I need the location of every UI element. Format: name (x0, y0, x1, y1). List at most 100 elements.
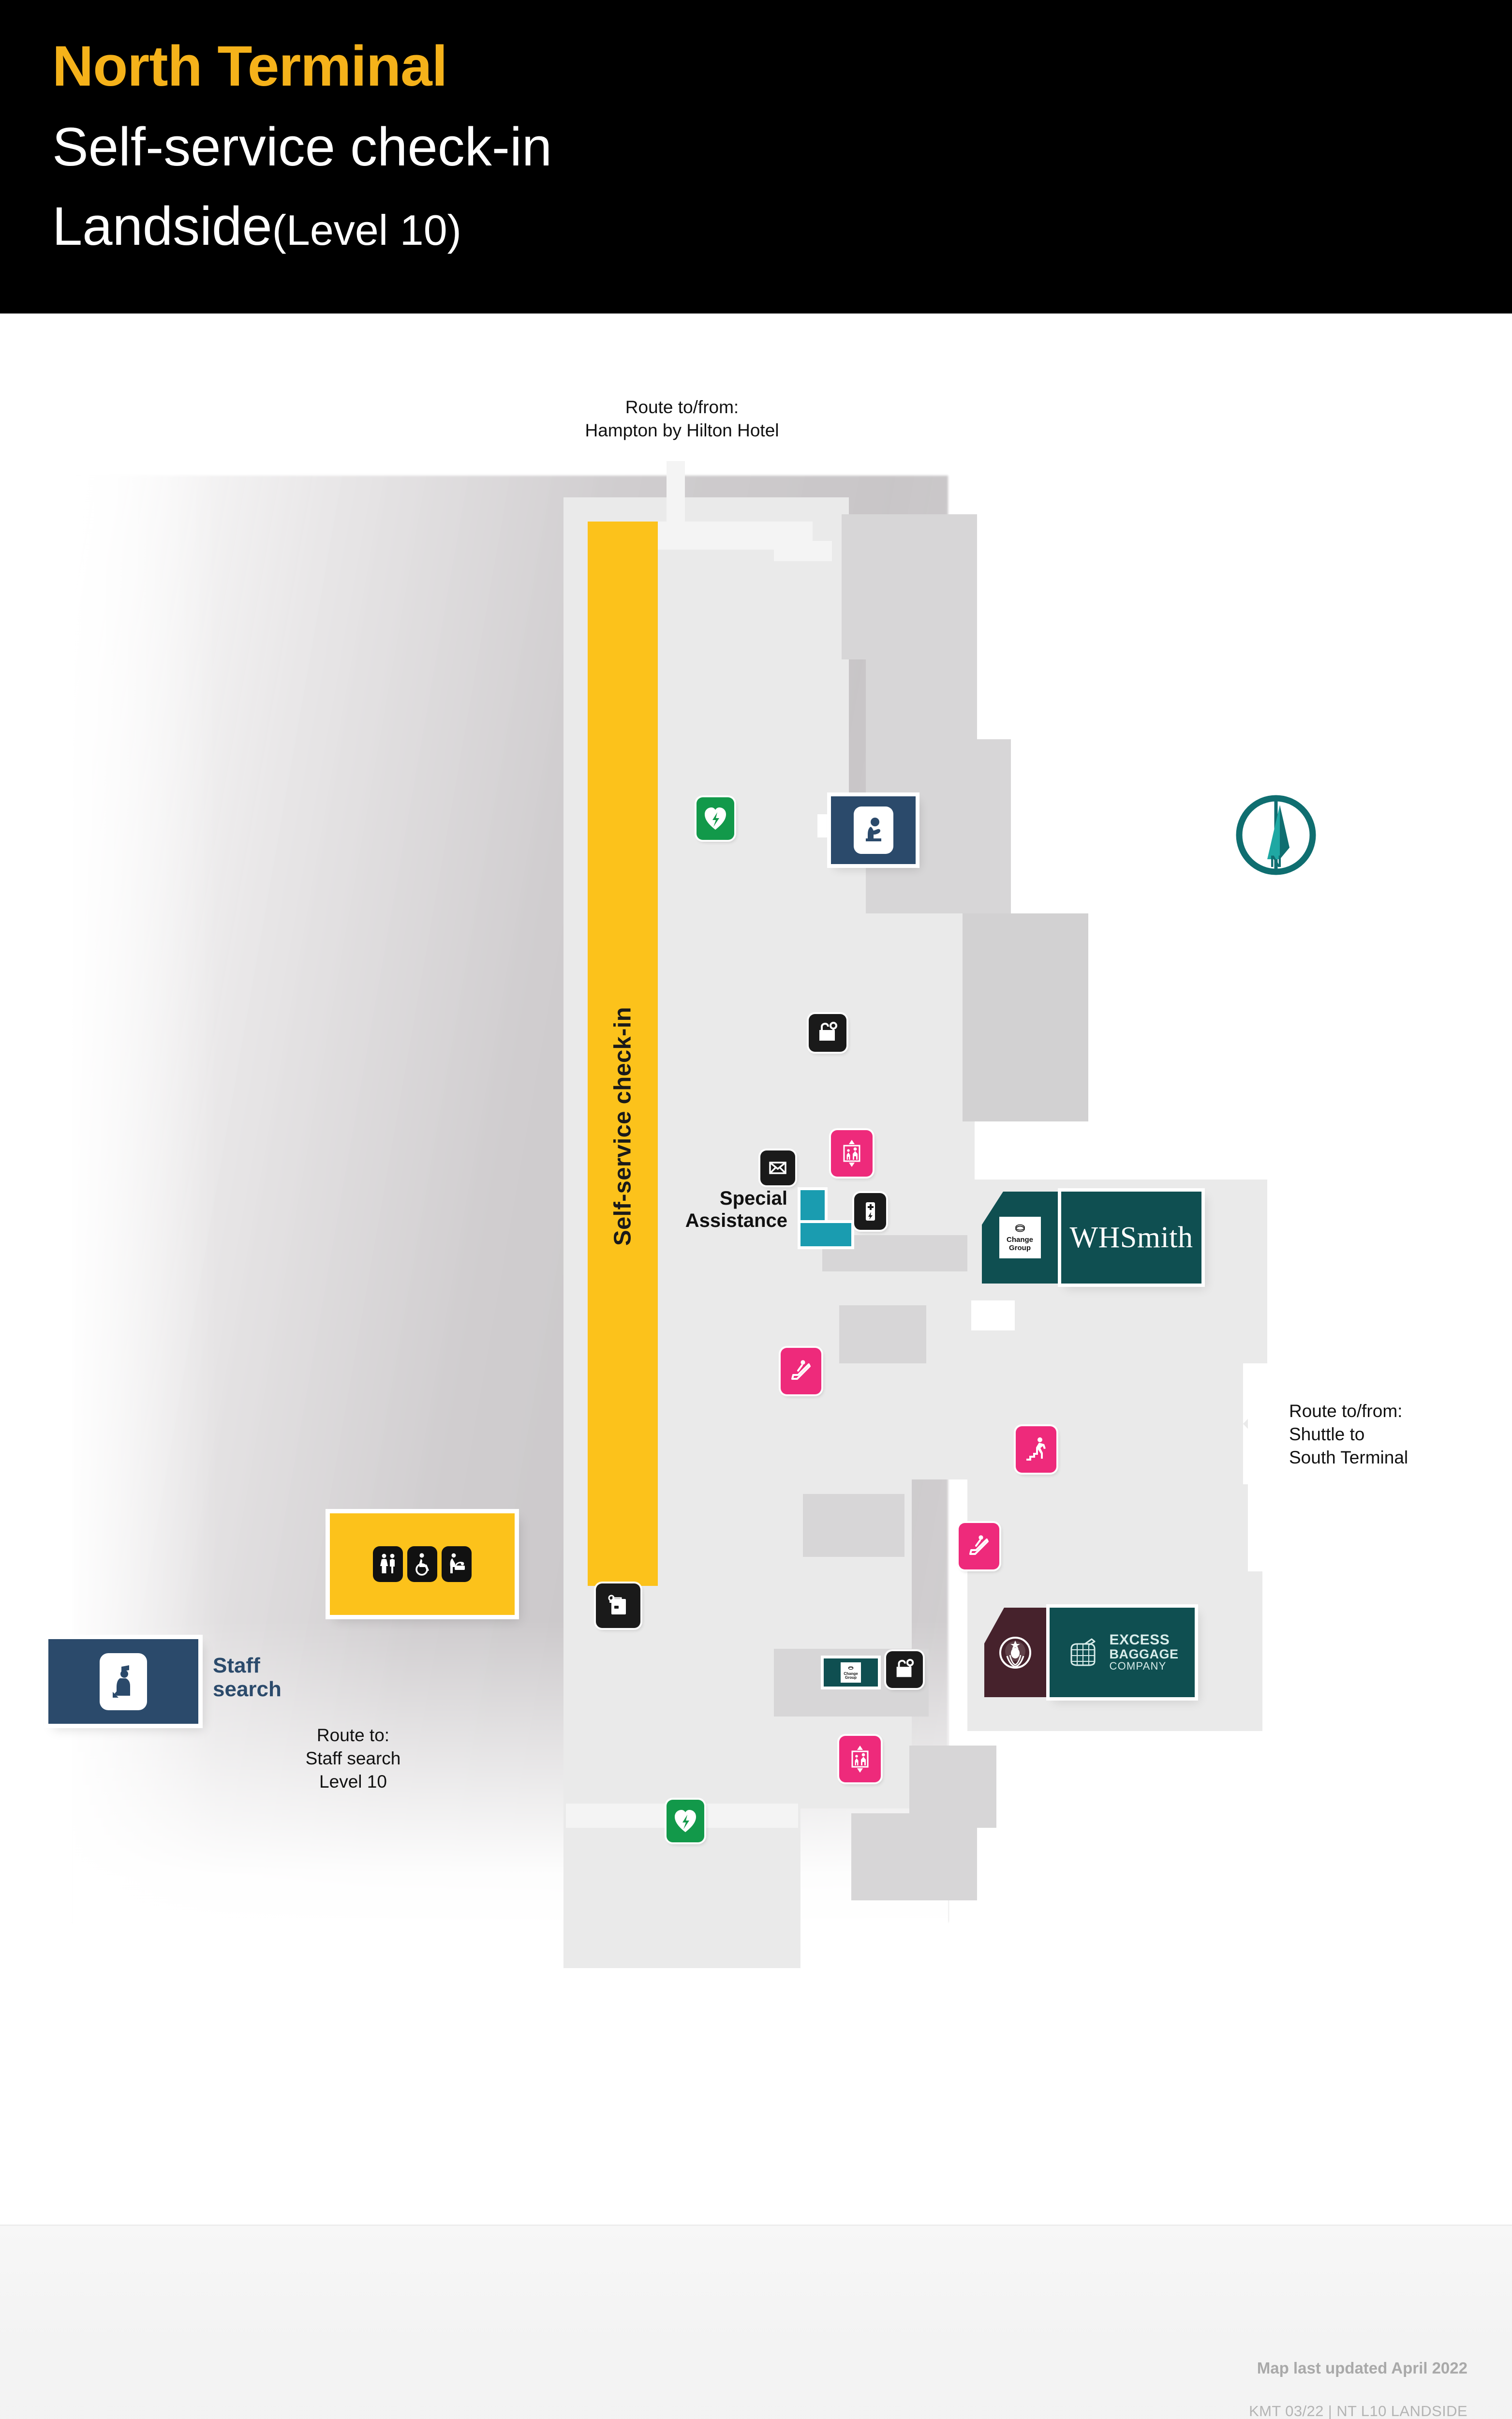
accessible-toilet-glyph (415, 1553, 429, 1576)
route-shuttle-line2: Shuttle to (1289, 1424, 1365, 1445)
footer-reference-text: KMT 03/22 | NT L10 LANDSIDE (1249, 2403, 1468, 2419)
route-label-hampton-hilton: Route to/from: Hampton by Hilton Hotel (489, 396, 875, 442)
change-group-south-line2: Group (845, 1675, 857, 1680)
prayer-room-icon (865, 818, 881, 841)
floor-white-room-1 (971, 1300, 1015, 1330)
baby-change-icon (442, 1546, 472, 1582)
route-hampton-line2: Hampton by Hilton Hotel (585, 420, 779, 441)
staff-search-plate (100, 1653, 147, 1710)
terminal-floor-map: Self-service check-in Route to/from: Ham… (0, 314, 1512, 2225)
baggage-shop-glyph (819, 1022, 837, 1041)
escalator-glyph-north (791, 1360, 811, 1380)
baby-change-glyph (450, 1553, 465, 1573)
staff-search-icon (113, 1665, 130, 1698)
staff-search-label-line2: search (213, 1677, 282, 1702)
excess-baggage-label: EXCESS BAGGAGE COMPANY (1109, 1633, 1178, 1672)
aed-device-icon[interactable] (854, 1193, 886, 1230)
change-group-south-line1: Change (844, 1671, 858, 1676)
stairs-glyph (1026, 1437, 1046, 1461)
staff-search-sign[interactable] (48, 1639, 198, 1724)
route-hampton-line1: Route to/from: (625, 397, 739, 417)
accessible-toilet-icon (407, 1546, 437, 1582)
starbucks-siren-icon (999, 1636, 1031, 1669)
escalator-glyph-south (969, 1535, 989, 1555)
compass-glyph: N (1236, 795, 1316, 875)
lift-icon-north[interactable] (831, 1130, 873, 1177)
prayer-room-sign[interactable] (831, 796, 916, 864)
lift-glyph-south (851, 1746, 869, 1773)
compass-rose-icon: N (1228, 787, 1324, 883)
floor-east-mid (967, 1363, 1248, 1571)
route-label-shuttle-south: Route to/from: Shuttle to South Terminal (1289, 1400, 1497, 1469)
staff-search-label-line1: Staff (213, 1654, 260, 1677)
staff-search-label: Staff search (213, 1654, 282, 1702)
excess-baggage-line1: EXCESS (1109, 1632, 1170, 1648)
aed-device-glyph (866, 1202, 875, 1221)
toilets-icon (373, 1546, 403, 1582)
lift-icon-south[interactable] (839, 1736, 881, 1782)
baggage-shop-icon[interactable] (809, 1014, 846, 1052)
header-level: (Level 10) (272, 206, 461, 254)
post-box-icon[interactable] (760, 1150, 795, 1185)
corridor-to-hotel (667, 461, 685, 524)
retail-change-group-north[interactable]: Change Group (982, 1192, 1058, 1284)
baggage-bureau-icon[interactable] (886, 1651, 923, 1688)
toilets-glyph (380, 1553, 395, 1573)
special-assistance-marker-horizontal (800, 1223, 851, 1246)
self-service-checkin-label: Self-service check-in (609, 1007, 636, 1246)
corridor-north-link-2 (774, 541, 832, 561)
floor-room-central-2 (803, 1494, 904, 1557)
excess-baggage-line2: BAGGAGE (1109, 1646, 1179, 1661)
escalator-icon-north[interactable] (781, 1348, 821, 1394)
special-assistance-line1: Special (719, 1188, 787, 1209)
defibrillator-glyph (705, 807, 726, 830)
change-group-label-line2: Group (1009, 1244, 1031, 1252)
route-shuttle-line3: South Terminal (1289, 1448, 1408, 1468)
floor-room-east-1 (963, 913, 1088, 1121)
header-area: Landside (52, 196, 272, 256)
lift-glyph (843, 1140, 860, 1167)
compass-north-label: N (1270, 852, 1282, 871)
floor-room-central-1 (839, 1305, 926, 1363)
route-shuttle-line1: Route to/from: (1289, 1401, 1403, 1421)
self-service-kiosk-glyph (608, 1595, 626, 1614)
route-staff-line1: Route to: (316, 1725, 390, 1745)
header-subtitle: Self-service check-in (52, 117, 552, 177)
route-label-staff-search: Route to: Staff search Level 10 (242, 1724, 464, 1793)
floor-room-north-1 (842, 514, 977, 659)
footer-updated-text: Map last updated April 2022 (1257, 2359, 1468, 2377)
prayer-room-plate (853, 806, 893, 854)
self-service-kiosk-icon[interactable] (596, 1583, 640, 1628)
route-staff-line3: Level 10 (319, 1772, 387, 1792)
page-footer: Map last updated April 2022 KMT 03/22 | … (0, 2225, 1512, 2419)
change-group-label-line1: Change (1006, 1236, 1033, 1244)
stairs-icon[interactable] (1016, 1426, 1056, 1473)
header-terminal-title: North Terminal (52, 34, 447, 98)
floor-room-south-3 (851, 1813, 977, 1900)
self-service-checkin-strip[interactable] (588, 522, 658, 1586)
excess-baggage-line3: COMPANY (1109, 1660, 1167, 1672)
whsmith-label: WHSmith (1069, 1221, 1193, 1254)
page-header: North Terminal Self-service check-in Lan… (0, 0, 1512, 314)
toilets-block[interactable] (330, 1513, 515, 1615)
defibrillator-glyph-south (675, 1810, 696, 1832)
defibrillator-icon-south[interactable] (667, 1800, 704, 1842)
post-box-glyph (769, 1162, 786, 1174)
change-group-logo-plate: Change Group (999, 1217, 1041, 1258)
retail-change-group-south[interactable]: Change Group (824, 1658, 878, 1687)
excess-baggage-content: EXCESS BAGGAGE COMPANY (1066, 1633, 1178, 1672)
baggage-bureau-glyph (896, 1658, 914, 1677)
change-group-globe-icon (1015, 1224, 1025, 1232)
special-assistance-line2: Assistance (685, 1210, 787, 1232)
special-assistance-label: Special Assistance (667, 1187, 787, 1232)
header-area-line: Landside(Level 10) (52, 199, 461, 254)
floor-room-north-2 (866, 659, 977, 749)
change-group-south-logo-plate: Change Group (841, 1662, 861, 1683)
escalator-icon-south[interactable] (959, 1523, 999, 1569)
retail-whsmith[interactable]: WHSmith (1061, 1192, 1201, 1284)
defibrillator-icon-north[interactable] (697, 797, 734, 840)
route-staff-line2: Staff search (305, 1748, 401, 1769)
excess-baggage-globe-icon (1070, 1638, 1096, 1666)
retail-excess-baggage[interactable]: EXCESS BAGGAGE COMPANY (1050, 1608, 1195, 1697)
